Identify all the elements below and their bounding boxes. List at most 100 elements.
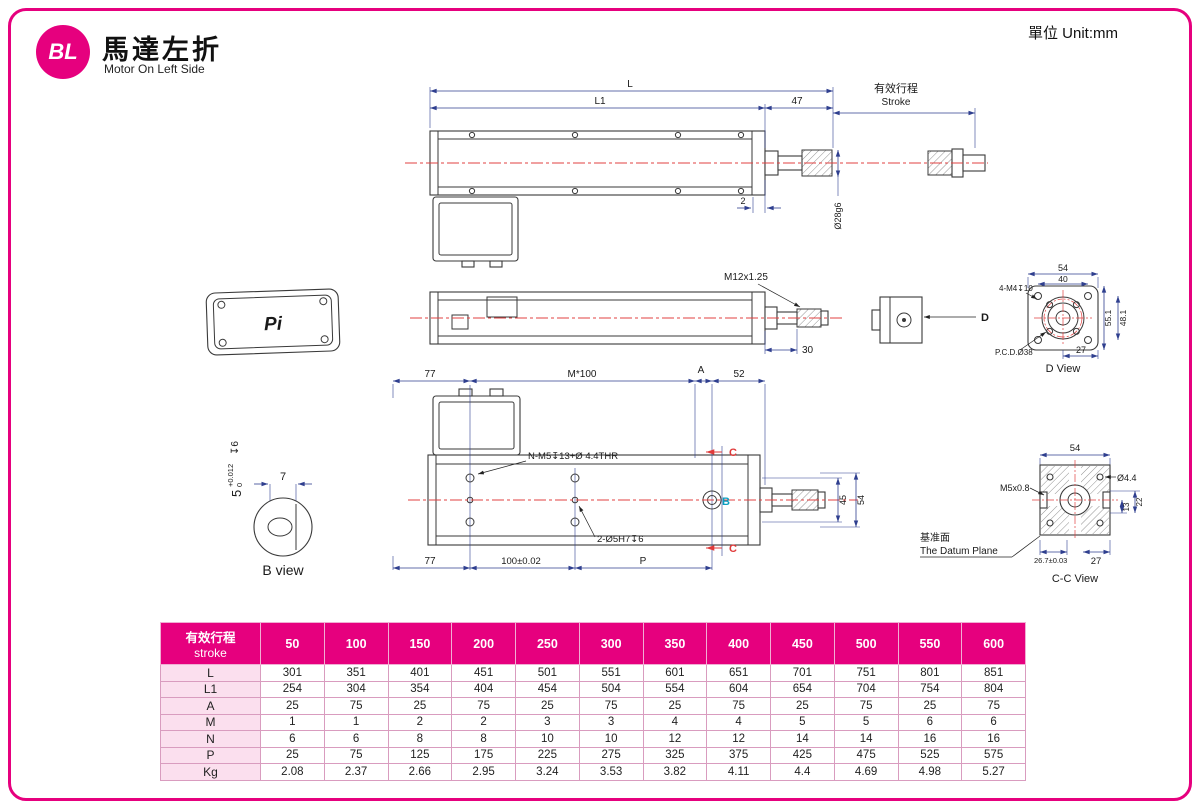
dim-pcd: P.C.D.Ø38 xyxy=(995,348,1033,357)
row-label: L xyxy=(160,664,261,682)
stroke-column-header: 50 xyxy=(260,622,325,665)
dim-dview-54: 54 xyxy=(1058,263,1068,273)
dim-77-top: 77 xyxy=(424,369,436,380)
table-cell: 75 xyxy=(706,697,771,715)
table-cell: 14 xyxy=(770,730,835,748)
table-cell: 25 xyxy=(515,697,580,715)
table-cell: 575 xyxy=(961,746,1026,764)
brand-logo: BL xyxy=(36,25,90,79)
dim-267: 26.7±0.03 xyxy=(1034,556,1067,565)
stroke-column-header: 400 xyxy=(706,622,771,665)
dim-52: 52 xyxy=(733,369,745,380)
table-cell: 354 xyxy=(387,680,453,698)
table-cell: 2.95 xyxy=(451,763,516,781)
table-cell: 4.11 xyxy=(706,763,771,781)
table-cell: 2.66 xyxy=(387,763,453,781)
table-cell: 12 xyxy=(706,730,771,748)
table-cell: 754 xyxy=(897,680,963,698)
unit-label: 單位 Unit:mm xyxy=(1028,25,1119,42)
dim-dview-40: 40 xyxy=(1058,274,1068,284)
table-cell: 25 xyxy=(897,697,963,715)
table-cell: 551 xyxy=(578,664,644,682)
dim-45: 45 xyxy=(838,495,848,505)
table-cell: 5 xyxy=(833,713,899,731)
cc-view: 54 M5x0.8 Ø4.4 13 22 26.7±0.03 27 基准面 Th… xyxy=(920,443,1144,585)
stroke-header-en: stroke xyxy=(194,646,227,660)
table-cell: 654 xyxy=(770,680,835,698)
stroke-label-zh: 有效行程 xyxy=(874,81,918,95)
table-cell: 6 xyxy=(897,713,963,731)
brand-logo-text: BL xyxy=(48,39,78,64)
table-cell: 5.27 xyxy=(961,763,1026,781)
table-cell: 25 xyxy=(260,697,325,715)
row-label: M xyxy=(160,713,261,731)
dim-shaft-diameter: Ø28g6 xyxy=(833,202,843,229)
table-cell: 8 xyxy=(387,730,453,748)
dim-30: 30 xyxy=(802,345,814,356)
table-cell: 6 xyxy=(260,730,325,748)
table-cell: 1 xyxy=(323,713,389,731)
table-cell: 3 xyxy=(515,713,580,731)
table-cell: 2.08 xyxy=(260,763,325,781)
dim-22: 22 xyxy=(1135,497,1144,506)
datum-label-en: The Datum Plane xyxy=(920,546,998,557)
dim-5-tol-lo: 0 xyxy=(235,483,244,487)
table-cell: 3.53 xyxy=(578,763,644,781)
side-view: M12x1.25 30 xyxy=(410,272,845,356)
dim-2: 2 xyxy=(740,196,745,206)
top-view: L L1 47 有效行程 Stroke 2 Ø28g6 xyxy=(405,79,988,268)
page-subtitle: Motor On Left Side xyxy=(104,62,205,76)
stroke-column-header: 450 xyxy=(770,622,835,665)
table-cell: 351 xyxy=(323,664,389,682)
table-cell: 2 xyxy=(451,713,516,731)
stroke-column-header: 250 xyxy=(515,622,580,665)
table-cell: 6 xyxy=(961,713,1026,731)
table-cell: 504 xyxy=(578,680,644,698)
stroke-column-header: 350 xyxy=(642,622,708,665)
table-cell: 75 xyxy=(833,697,899,715)
table-cell: 14 xyxy=(833,730,899,748)
d-view: 54 40 4-M4↧10 55.1 48.1 P.C.D.Ø38 27 D V… xyxy=(995,263,1128,375)
cc-view-label: C-C View xyxy=(1052,573,1098,585)
table-cell: 6 xyxy=(323,730,389,748)
table-cell: 125 xyxy=(387,746,453,764)
dim-54-body: 54 xyxy=(856,495,866,505)
table-cell: 3 xyxy=(578,713,644,731)
stroke-column-header: 550 xyxy=(897,622,963,665)
bottom-view: C C B 77 M*100 A 52 N-M5↧13+Ø 4.4THR 2-Ø… xyxy=(392,365,866,571)
b-detail-mark: B xyxy=(722,496,730,508)
dim-551: 55.1 xyxy=(1103,309,1113,326)
table-cell: 25 xyxy=(770,697,835,715)
datum-label-zh: 基准面 xyxy=(920,531,950,544)
row-label: Kg xyxy=(160,763,261,781)
page-title: 馬達左折 xyxy=(102,35,222,65)
table-cell: 475 xyxy=(833,746,899,764)
dim-rod-thread: M12x1.25 xyxy=(724,272,768,283)
stroke-header-cell: 有效行程 stroke xyxy=(160,622,261,665)
stroke-header-zh: 有效行程 xyxy=(185,631,236,645)
dim-2-o5h7-holes: 2-Ø5H7↧6 xyxy=(597,534,644,545)
section-c-top: C xyxy=(729,447,737,459)
table-cell: 4.98 xyxy=(897,763,963,781)
table-cell: 25 xyxy=(260,746,325,764)
dim-481: 48.1 xyxy=(1118,309,1128,326)
table-cell: 301 xyxy=(260,664,325,682)
table-cell: 401 xyxy=(387,664,453,682)
table-cell: 804 xyxy=(961,680,1026,698)
table-cell: 25 xyxy=(387,697,453,715)
dim-7: 7 xyxy=(280,471,286,483)
stroke-column-header: 300 xyxy=(578,622,644,665)
table-cell: 651 xyxy=(706,664,771,682)
stroke-column-header: 600 xyxy=(961,622,1026,665)
table-cell: 75 xyxy=(961,697,1026,715)
table-cell: 75 xyxy=(323,697,389,715)
dim-m5-thread: M5x0.8 xyxy=(1000,483,1030,493)
